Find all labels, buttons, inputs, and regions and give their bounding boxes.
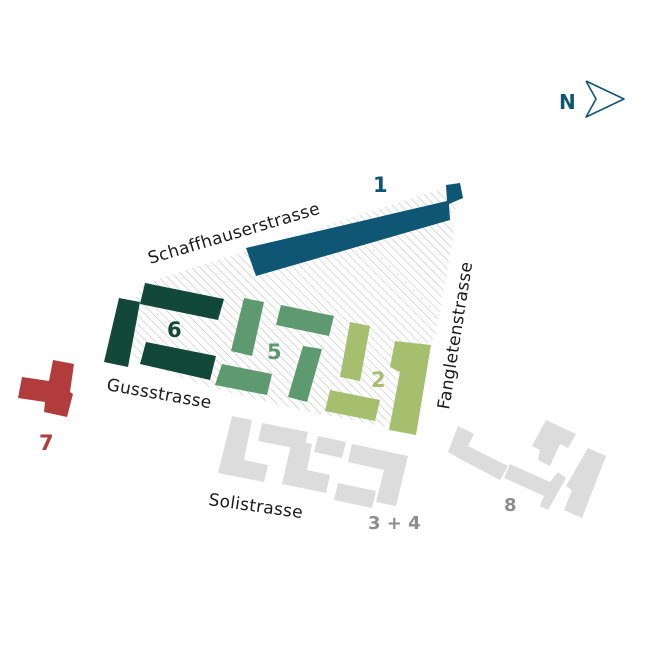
building-plot-3-4-e [348,444,408,506]
building-plot-8-a [448,426,508,480]
building-group-plot-2[interactable] [325,322,431,435]
north-arrow: N [559,80,625,118]
plot-number-1: 1 [373,173,388,197]
building-plot-8-d [564,448,606,518]
plot-number-8: 8 [504,495,517,516]
building-plot-3-4-d [314,436,346,458]
building-group-plot-3-4 [218,416,408,508]
north-arrow-icon [585,80,625,118]
building-plot-8-b [504,464,566,510]
building-group-plot-8 [448,420,606,518]
building-plot-7[interactable] [18,360,74,417]
plot-number-6: 6 [167,318,182,342]
building-plot-1[interactable] [246,183,463,276]
building-plot-5-d[interactable] [215,364,272,395]
building-plot-2-c[interactable] [389,341,431,435]
building-plot-6-a[interactable] [104,298,140,367]
plot-number-7: 7 [39,431,54,455]
building-plot-3-4-c [282,440,330,493]
building-plot-5-b[interactable] [276,305,334,336]
building-group-plot-6[interactable] [104,283,224,380]
building-plot-6-c[interactable] [140,342,216,380]
building-plot-3-4-f [334,483,376,508]
building-plot-2-a[interactable] [340,322,370,381]
building-plot-3-4-a [218,416,268,482]
plot-number-2: 2 [371,368,386,392]
street-label-solistrasse: Solistrasse [207,490,304,523]
building-plot-8-c [532,420,576,466]
building-plot-2-b[interactable] [325,390,380,421]
building-group-plot-5[interactable] [215,298,334,402]
north-letter: N [559,90,576,114]
building-plot-5-a[interactable] [231,298,264,356]
building-plot-5-c[interactable] [288,346,322,402]
plot-number-5: 5 [267,340,282,364]
building-plot-6-b[interactable] [140,283,224,320]
plot-number-3-4: 3 + 4 [368,513,421,534]
